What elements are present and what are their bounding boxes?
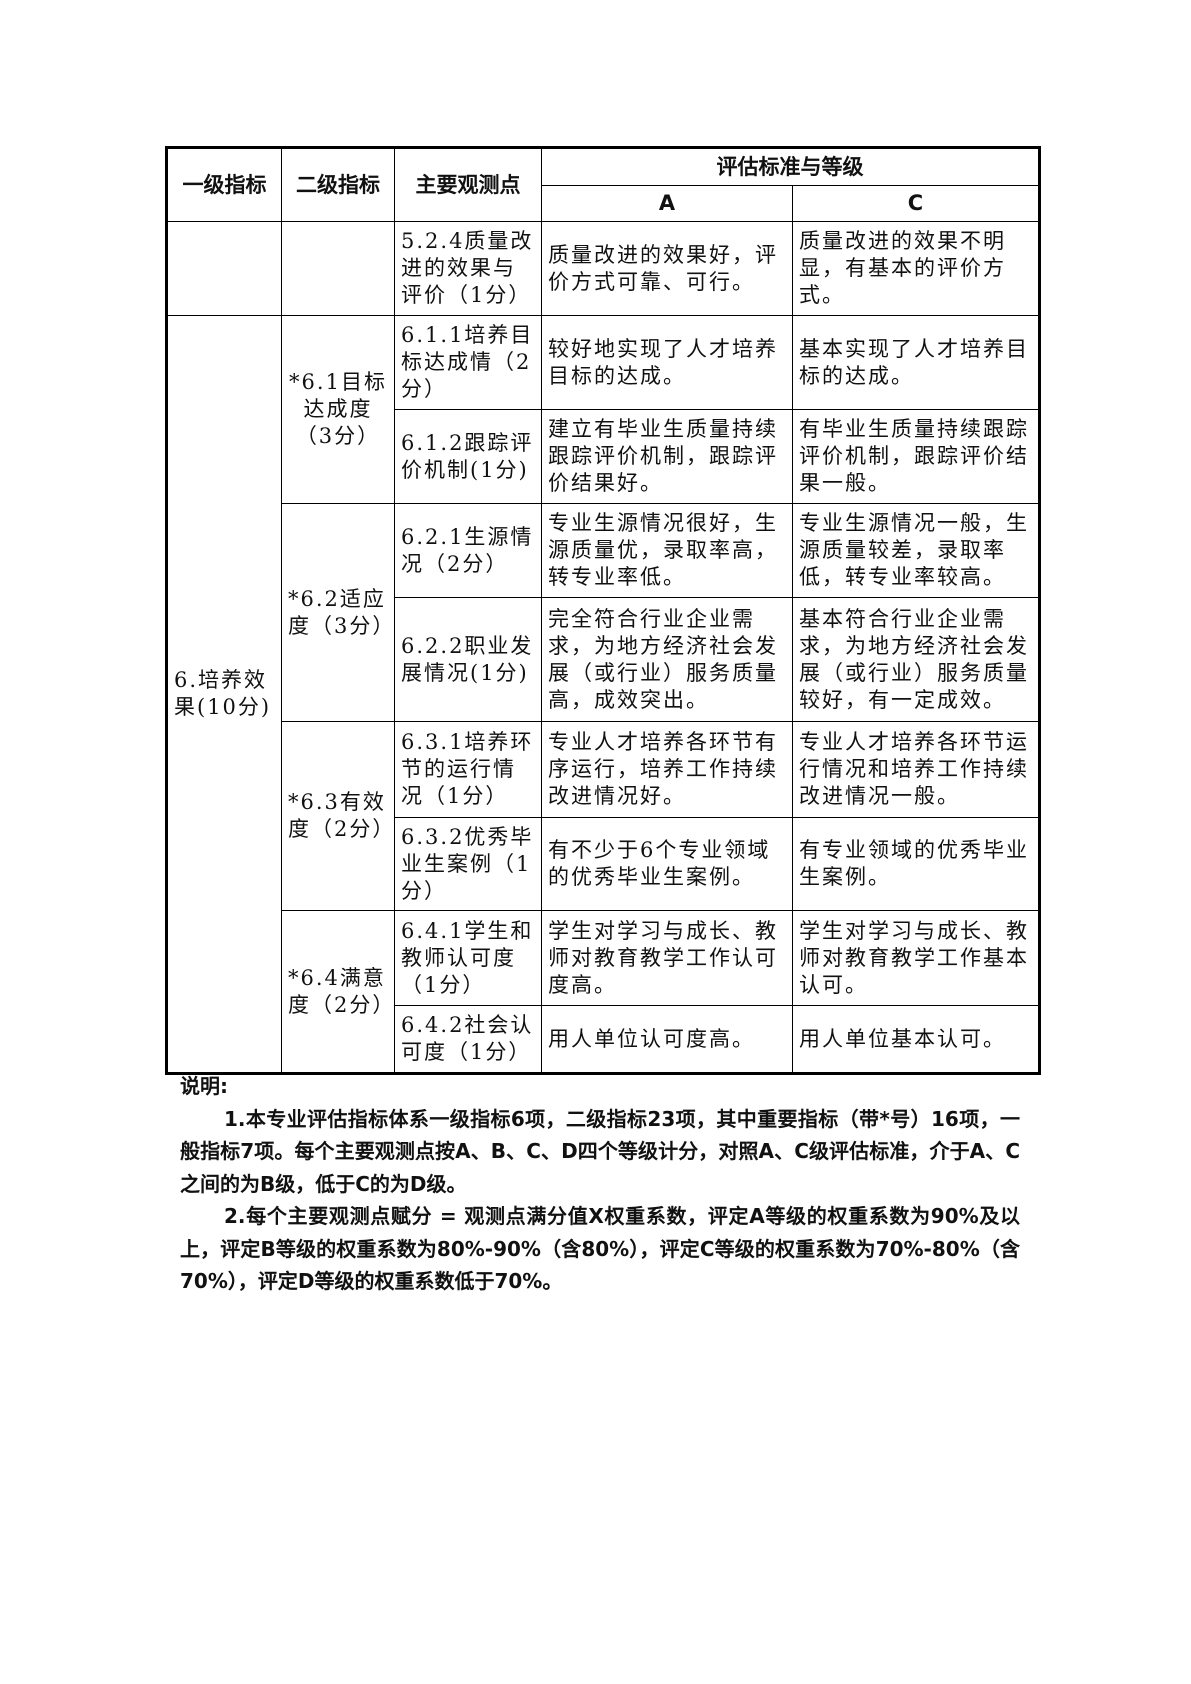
note-item: 1.本专业评估指标体系一级指标6项，二级指标23项，其中重要指标（带*号）16项… [180,1106,1020,1196]
grade-c-cell: 基本实现了人才培养目标的达成。 [792,315,1040,410]
level2-cell: *6.4满意度（2分） [281,910,395,1074]
grade-c-cell: 有毕业生质量持续跟踪评价机制，跟踪评价结果一般。 [792,409,1040,504]
point-cell: 6.4.1学生和教师认可度（1分） [394,910,542,1006]
point-cell: 6.1.1培养目标达成情（2分） [394,315,542,410]
grade-c-cell: 基本符合行业企业需求，为地方经济社会发展（或行业）服务质量较好，有一定成效。 [792,597,1040,722]
table-row: *6.2适应度（3分） 6.2.1生源情况（2分） 专业生源情况很好，生源质量优… [167,503,1040,722]
grade-a-cell: 专业生源情况很好，生源质量优，录取率高，转专业率低。 [541,503,793,598]
point-cell: 6.3.2优秀毕业生案例（1分） [394,817,542,911]
grade-a-cell: 质量改进的效果好，评价方式可靠、可行。 [541,221,793,316]
table-row: 6.培养效果(10分) *6.1目标达成度（3分） 6.1.1培养目标达成情（2… [166,315,1040,1074]
grade-a-cell: 有不少于6个专业领域的优秀毕业生案例。 [541,817,793,911]
grade-a-cell: 用人单位认可度高。 [541,1005,793,1074]
header-level1: 一级指标 [166,147,282,222]
point-cell: 5.2.4质量改进的效果与评价（1分） [394,221,542,316]
table-row: 6.3.2优秀毕业生案例（1分） 有不少于6个专业领域的优秀毕业生案例。 有专业… [167,817,1040,911]
point-cell: 6.3.1培养环节的运行情况（1分） [394,721,542,818]
notes-section: 说明: 1.本专业评估指标体系一级指标6项，二级指标23项，其中重要指标（带*号… [180,1070,1020,1298]
grade-c-cell: 专业人才培养各环节运行情况和培养工作持续改进情况一般。 [792,721,1040,818]
point-cell: 6.1.2跟踪评价机制(1分) [394,409,542,504]
table-row: *6.4满意度（2分） 6.4.1学生和教师认可度（1分） 学生对学习与成长、教… [167,910,1040,1074]
table-row: 6.4.2社会认可度（1分） 用人单位认可度高。 用人单位基本认可。 [167,1005,1040,1074]
grade-a-cell: 完全符合行业企业需求，为地方经济社会发展（或行业）服务质量高，成效突出。 [541,597,793,722]
grade-a-cell: 建立有毕业生质量持续跟踪评价机制，跟踪评价结果好。 [541,409,793,504]
level2-cell: *6.2适应度（3分） [281,503,395,722]
level1-cell: 6.培养效果(10分) [166,315,282,1074]
header-grade-a: A [541,185,793,222]
grade-a-cell: 学生对学习与成长、教师对教育教学工作认可度高。 [541,910,793,1006]
table-row: 5.2.4质量改进的效果与评价（1分） 质量改进的效果好，评价方式可靠、可行。 … [166,221,1040,316]
grade-a-cell: 较好地实现了人才培养目标的达成。 [541,315,793,410]
grade-c-cell: 质量改进的效果不明显，有基本的评价方式。 [792,221,1040,316]
grade-c-cell: 用人单位基本认可。 [792,1005,1040,1074]
header-observation: 主要观测点 [394,147,542,222]
table-row: *6.3有效度（2分） 6.3.1培养环节的运行情况（1分） 专业人才培养各环节… [167,721,1040,911]
evaluation-table: 一级指标 二级指标 主要观测点 评估标准与等级 A C 5.2.4质量改进的效果… [165,146,1041,1075]
point-cell: 6.2.1生源情况（2分） [394,503,542,598]
grade-c-cell: 专业生源情况一般，生源质量较差，录取率低，转专业率较高。 [792,503,1040,598]
point-cell: 6.4.2社会认可度（1分） [394,1005,542,1074]
table-row: 6.2.2职业发展情况(1分) 完全符合行业企业需求，为地方经济社会发展（或行业… [167,597,1040,722]
grade-a-cell: 专业人才培养各环节有序运行，培养工作持续改进情况好。 [541,721,793,818]
level2-cell [281,221,395,316]
level2-cell: *6.1目标达成度（3分） [281,315,395,504]
grade-c-cell: 有专业领域的优秀毕业生案例。 [792,817,1040,911]
header-standard: 评估标准与等级 [541,147,1040,186]
point-cell: 6.2.2职业发展情况(1分) [394,597,542,722]
notes-title: 说明: [180,1074,228,1098]
level1-cell [166,221,282,316]
grade-c-cell: 学生对学习与成长、教师对教育教学工作基本认可。 [792,910,1040,1006]
level2-cell: *6.3有效度（2分） [281,721,395,911]
header-level2: 二级指标 [281,147,395,222]
header-grade-c: C [792,185,1040,222]
note-item: 2.每个主要观测点赋分 = 观测点满分值X权重系数，评定A等级的权重系数为90%… [180,1204,1020,1293]
